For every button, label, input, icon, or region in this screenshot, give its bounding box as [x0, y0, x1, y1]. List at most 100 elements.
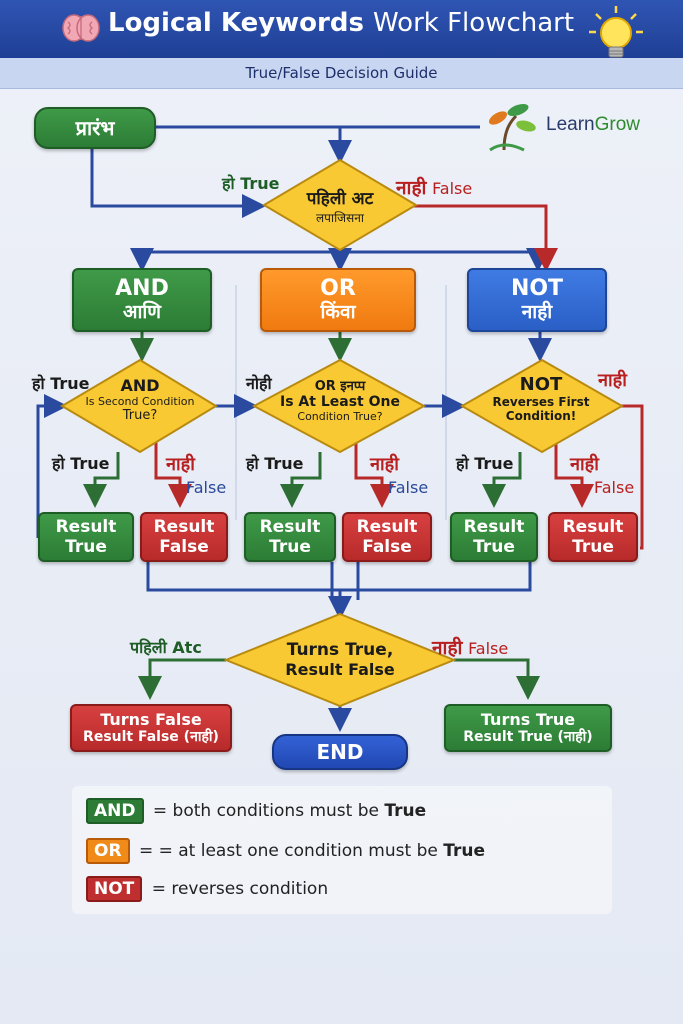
- final-decision-text: Turns True, Result False: [260, 640, 420, 679]
- and-r2-line1: Result: [153, 516, 215, 537]
- final-left-line2: Result False (नाही): [83, 729, 219, 746]
- final-right-mr: नाही: [432, 637, 463, 659]
- and-no-en: False: [186, 478, 227, 497]
- or-result-false: Result False: [342, 512, 432, 562]
- and-r2-line2: False: [159, 537, 209, 557]
- or-no-en: False: [388, 478, 429, 497]
- or-decision-diamond: [251, 358, 427, 454]
- or-title: OR: [320, 276, 356, 302]
- first-yes-label: हो True: [222, 174, 280, 193]
- or-yes-label: हो True: [246, 454, 304, 473]
- final-left-label: पहिली Atc: [130, 638, 202, 657]
- legend-emph-and: True: [384, 801, 427, 821]
- not-r2-line1: Result: [562, 516, 624, 537]
- final-right-en: False: [468, 639, 509, 658]
- not-decision-text: NOT Reverses First Condition!: [468, 374, 614, 423]
- and-decision-diamond: [60, 358, 218, 454]
- legend-row-and: AND = both conditions must be True: [86, 798, 426, 824]
- first-decision-diamond: [262, 158, 418, 252]
- not-no-label: नाही: [570, 454, 599, 475]
- not-no-en: False: [594, 478, 635, 497]
- final-right-label: नाही False: [432, 634, 508, 660]
- not-r1-line2: True: [473, 537, 515, 557]
- not-d-line1: Reverses First: [492, 395, 590, 409]
- legend-tag-and: AND: [86, 798, 144, 824]
- first-no-mr: नाही: [396, 177, 427, 199]
- end-box: END: [272, 734, 408, 770]
- legend-tag-or: OR: [86, 838, 130, 864]
- brain-icon: [62, 14, 100, 42]
- legend-text-and: = both conditions must be: [152, 801, 379, 821]
- and-result-true: Result True: [38, 512, 134, 562]
- legend-text-not: = reverses condition: [151, 879, 329, 899]
- and-r1-line1: Result: [55, 516, 117, 537]
- or-sub: किंवा: [320, 300, 356, 323]
- or-r2-line1: Result: [356, 516, 418, 537]
- final-right-line1: Turns True: [480, 710, 576, 729]
- and-d-line1: Is Second Condition: [85, 395, 195, 408]
- lightbulb-icon: [589, 6, 643, 58]
- not-result-true-red: Result True: [548, 512, 638, 562]
- or-r1-line1: Result: [259, 516, 321, 537]
- or-result-true: Result True: [244, 512, 336, 562]
- or-r1-line2: True: [269, 537, 311, 557]
- legend-emph-or: True: [443, 841, 485, 861]
- or-d-title: OR इनप्प: [314, 379, 366, 394]
- final-left-line1: Turns False: [100, 710, 202, 729]
- not-yes-label: हो True: [456, 454, 514, 473]
- title-bold: Logical Keywords: [108, 8, 364, 38]
- first-decision-line2: लपाजिसना: [316, 211, 364, 225]
- first-no-label: नाही False: [396, 174, 472, 200]
- header-bar: [0, 0, 683, 58]
- legend-text-or: = = at least one condition must be: [138, 841, 438, 861]
- not-box: NOT नाही: [467, 268, 607, 332]
- final-right-box: Turns True Result True (नाही): [444, 704, 612, 752]
- and-result-false: Result False: [140, 512, 228, 562]
- and-d-line2: True?: [122, 408, 158, 423]
- or-d-line1: Is At Least One: [280, 394, 400, 410]
- or-side-label: नोही: [246, 374, 272, 393]
- final-left-box: Turns False Result False (नाही): [70, 704, 232, 752]
- first-decision-text: पहिली अट लपाजिसना: [280, 186, 400, 226]
- subheader-bar: [0, 58, 683, 89]
- or-r2-line2: False: [362, 537, 412, 557]
- not-title: NOT: [510, 276, 564, 302]
- not-sub: नाही: [521, 300, 553, 323]
- and-box: AND आणि: [72, 268, 212, 332]
- or-decision-text: OR इनप्प Is At Least One Condition True?: [262, 376, 418, 423]
- final-line1: Turns True,: [286, 640, 394, 660]
- not-d-line2: Condition!: [505, 409, 577, 423]
- title-light: Work Flowchart: [373, 8, 575, 38]
- not-side-label: नाही: [598, 370, 627, 391]
- logo-text: LearnGrow: [546, 114, 640, 136]
- or-d-line2: Condition True?: [297, 410, 383, 423]
- legend-row-not: NOT = reverses condition: [86, 876, 328, 902]
- and-d-title: AND: [120, 376, 160, 395]
- end-label: END: [316, 740, 364, 764]
- legend-panel: [72, 786, 612, 914]
- first-no-en: False: [432, 179, 473, 198]
- and-yes-label: हो True: [52, 454, 110, 473]
- logo-learn: Learn: [546, 114, 595, 135]
- or-no-label: नाही: [370, 454, 399, 475]
- start-label: प्रारंभ: [75, 116, 115, 140]
- logo-grow: Grow: [594, 114, 641, 135]
- and-decision-text: AND Is Second Condition True?: [70, 376, 210, 423]
- not-decision-diamond: [459, 358, 625, 454]
- final-line2: Result False: [285, 660, 395, 679]
- final-decision-diamond: [223, 612, 457, 708]
- and-r1-line2: True: [65, 537, 107, 557]
- learngrow-logo: [488, 103, 536, 152]
- not-r2-line2: True: [572, 537, 614, 557]
- and-no-label: नाही: [166, 454, 195, 475]
- first-decision-line1: पहिली अट: [306, 189, 374, 209]
- or-box: OR किंवा: [260, 268, 416, 332]
- and-sub: आणि: [122, 300, 162, 323]
- legend-row-or: OR = = at least one condition must be Tr…: [86, 838, 485, 864]
- and-side-label: हो True: [32, 374, 90, 393]
- legend-tag-not: NOT: [86, 876, 143, 902]
- not-d-title: NOT: [519, 374, 563, 395]
- page-subtitle: True/False Decision Guide: [245, 64, 438, 82]
- page-title: Logical Keywords Work Flowchart: [108, 8, 574, 38]
